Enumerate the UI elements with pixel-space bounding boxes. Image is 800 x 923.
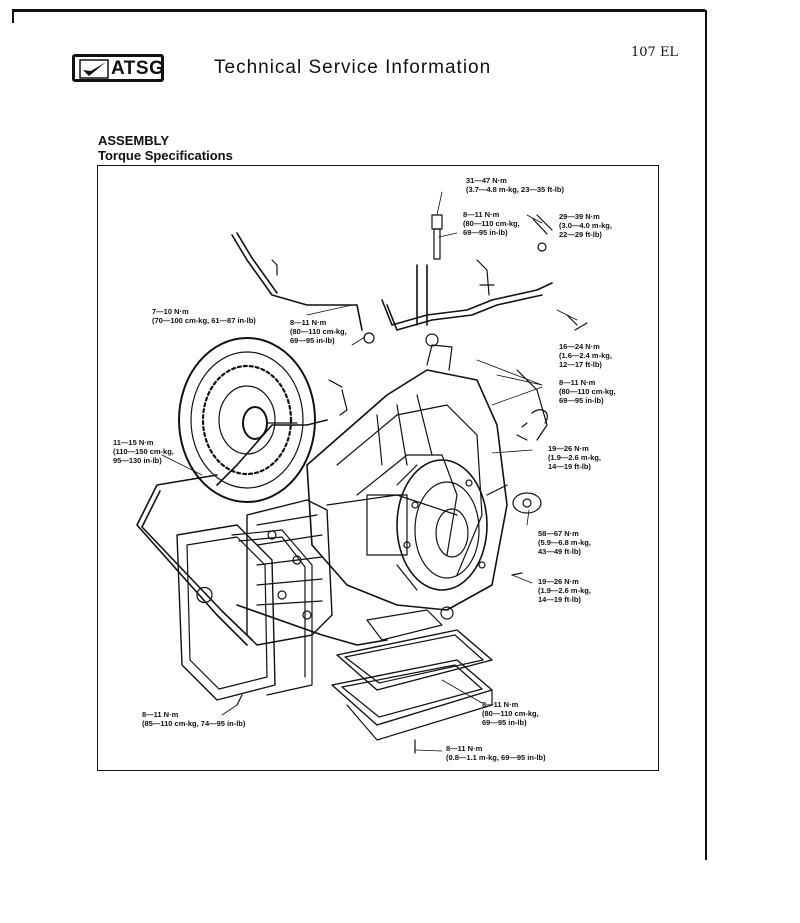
- side-cover-and-gaskets: [176, 524, 313, 701]
- atsg-logo: ATSG: [72, 54, 164, 82]
- callout-housing-bolt: 19—26 N·m(1.9—2.6 m-kg,14—19 ft-lb): [548, 444, 601, 471]
- callout-banjo-bolt: 31—47 N·m(3.7—4.8 m-kg, 23—35 ft-lb): [466, 176, 564, 194]
- transaxle-housing: [396, 459, 508, 591]
- callout-side-cover-bolt: 8—11 N·m(85—110 cm-kg, 74—95 in-lb): [142, 710, 246, 728]
- logo-text: ATSG: [111, 58, 165, 79]
- oil-pan: [331, 606, 493, 741]
- diagram-frame: [97, 165, 659, 771]
- transmission-case: [306, 344, 508, 611]
- transmission-exploded-diagram: [136, 191, 588, 754]
- callout-side-bolt: 19—26 N·m(1.9—2.6 m-kg,14—19 ft-lb): [538, 577, 591, 604]
- page-title: Technical Service Information: [214, 57, 492, 78]
- top-tick: [12, 9, 14, 23]
- right-rule: [705, 10, 707, 860]
- callout-oil-pan-bolts: 8—11 N·m(80—110 cm-kg,69—95 in-lb): [482, 700, 539, 727]
- section-subtitle: Torque Specifications: [98, 148, 233, 163]
- callout-drain-plug: 8—11 N·m(0.8—1.1 m-kg, 69—95 in-lb): [446, 744, 546, 762]
- callout-hose-fitting: 29—39 N·m(3.0—4.0 m-kg,22—29 ft-lb): [559, 212, 612, 239]
- callout-flange-bolt: 58—67 N·m(5.9—6.8 m-kg,43—49 ft-lb): [538, 529, 591, 556]
- document-number: 107 EL: [631, 45, 679, 60]
- fittings: [236, 214, 588, 754]
- callout-clip-bolts: 8—11 N·m(80—110 cm-kg,69—95 in-lb): [559, 378, 616, 405]
- top-rule: [12, 9, 705, 12]
- callout-valve-body-bolt: 11—15 N·m(110—150 cm-kg,95—130 in-lb): [113, 438, 174, 465]
- cooler-lines: [136, 232, 553, 646]
- callout-bracket-bolt: 8—11 N·m(80—110 cm-kg,69—95 in-lb): [290, 318, 347, 345]
- callout-cooler-line-bracket: 7—10 N·m(70—100 cm-kg, 61—87 in-lb): [152, 307, 256, 325]
- section-title: ASSEMBLY: [98, 133, 170, 148]
- torque-converter: [178, 337, 316, 503]
- callout-line-fitting: 16—24 N·m(1.6—2.4 m-kg,12—17 ft-lb): [559, 342, 612, 369]
- leader-lines: [161, 191, 578, 752]
- logo-check-icon: [79, 59, 109, 79]
- callout-union-bolt: 8—11 N·m(80—110 cm-kg,69—95 in-lb): [463, 210, 520, 237]
